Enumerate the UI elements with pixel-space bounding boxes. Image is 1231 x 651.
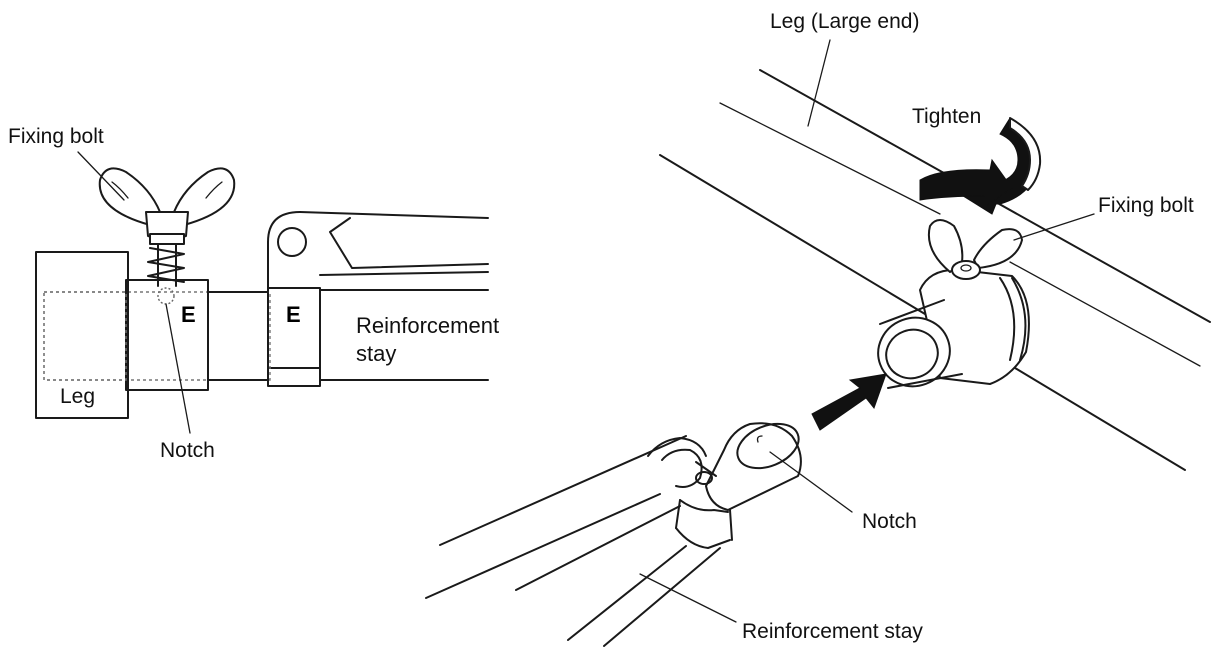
- e-mark-left: E: [181, 302, 196, 327]
- leg-large-end-label: Leg (Large end): [770, 10, 919, 33]
- fixing-bolt-label-left: Fixing bolt: [8, 125, 104, 148]
- leg-collar: [877, 268, 1030, 389]
- leg-large-end-tube: [659, 69, 1211, 471]
- right-figure: Leg (Large end) Tighten Fixing bolt Notc…: [425, 10, 1211, 647]
- leg-block: [35, 251, 129, 419]
- notch-label-left: Notch: [160, 439, 215, 462]
- notch-dot: [157, 287, 175, 305]
- left-figure: E E Fixing bolt Leg Notch Reinforcement …: [8, 125, 505, 462]
- notch-label-right: Notch: [862, 510, 917, 533]
- reinforcement-label-line1: Reinforcement: [356, 313, 499, 338]
- leg-label: Leg: [60, 385, 95, 408]
- wing-bolt-icon: [98, 167, 236, 245]
- insert-arrow-icon: [811, 373, 887, 431]
- rotation-arrow-icon: [919, 117, 1042, 215]
- reinforcement-stay-tube: [267, 211, 489, 381]
- wing-bolt-icon: [928, 219, 1023, 280]
- inner-tube-hidden: [43, 291, 271, 381]
- e-mark-right: E: [286, 302, 301, 327]
- reinforcement-label-line2: stay: [356, 341, 396, 366]
- joint-sleeve: [125, 279, 209, 391]
- reinforcement-stay-label-right: Reinforcement stay: [742, 620, 923, 643]
- reinforcement-stay-right: [425, 422, 802, 647]
- tighten-label: Tighten: [912, 105, 981, 128]
- reinforcement-label-left: Reinforcement stay: [356, 313, 505, 366]
- stay-collar: [267, 287, 321, 387]
- fixing-bolt-label-right: Fixing bolt: [1098, 194, 1194, 217]
- spring: [147, 239, 185, 287]
